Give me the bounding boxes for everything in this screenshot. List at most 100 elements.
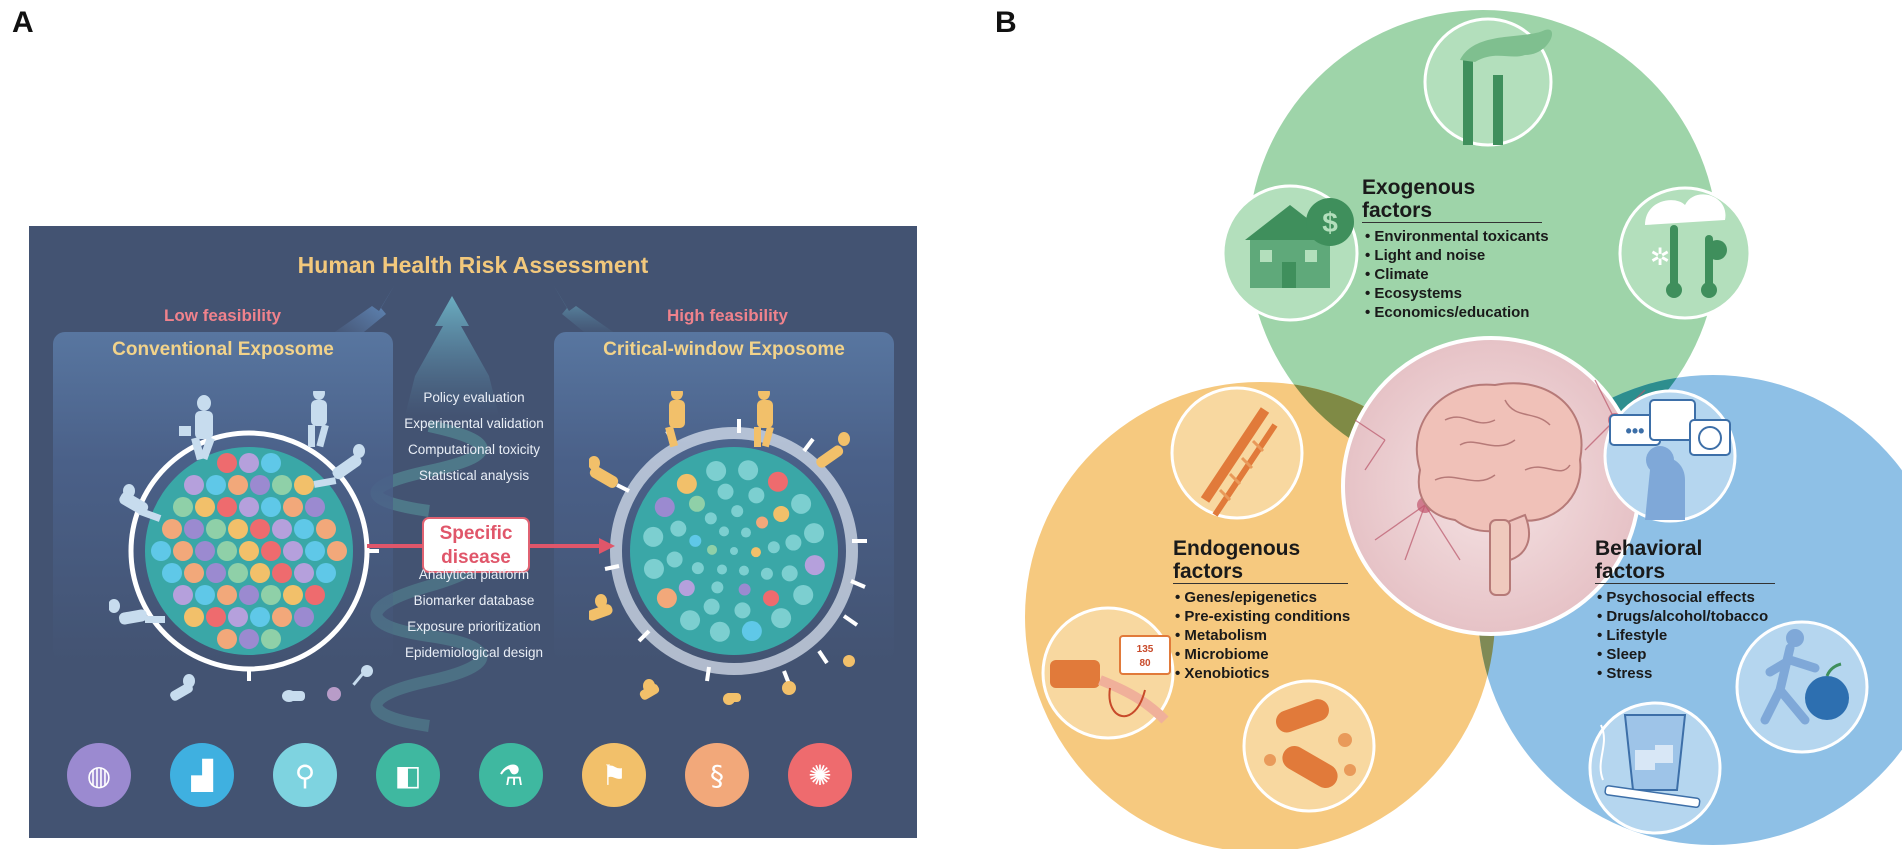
- exposure-dot: [717, 483, 734, 500]
- exposure-dot: [717, 564, 728, 575]
- exposure-dot: [195, 541, 215, 561]
- svg-text:$: $: [1322, 207, 1338, 238]
- step-epidemiological-design: Epidemiological design: [404, 645, 544, 660]
- bp-systolic: 135: [1137, 644, 1154, 655]
- exposure-dot: [217, 585, 237, 605]
- exposure-dot: [706, 460, 727, 481]
- exposure-dot: [767, 541, 780, 554]
- center-up-arrow: [405, 296, 499, 416]
- exposure-dot: [184, 519, 204, 539]
- conventional-exposome-sphere: [109, 391, 379, 702]
- step-policy-evaluation: Policy evaluation: [423, 390, 525, 405]
- exposure-dot: [217, 453, 237, 473]
- exposure-dot: [195, 585, 215, 605]
- exposure-dot: [184, 475, 204, 495]
- behavioral-title-line1: Behavioral: [1595, 537, 1703, 560]
- exposure-dot: [703, 598, 720, 615]
- food-bottle-icon: ◧: [376, 743, 440, 807]
- exposure-dot: [327, 541, 347, 561]
- exposure-dot: [250, 563, 270, 583]
- exposure-dot: [228, 475, 248, 495]
- exposure-dot: [804, 555, 825, 576]
- list-item: Climate: [1365, 265, 1549, 284]
- exposure-dot: [272, 475, 292, 495]
- exposure-dot: [217, 541, 237, 561]
- exogenous-title: Exogenous factors: [1362, 176, 1475, 222]
- exposure-dot: [316, 519, 336, 539]
- behavioral-title-line2: factors: [1595, 560, 1666, 583]
- panel-b-venn-diagram: $ ✲ 135 80: [1005, 0, 1902, 849]
- endogenous-title: Endogenous factors: [1173, 537, 1300, 583]
- exposure-dot: [261, 585, 281, 605]
- exposure-dot: [261, 629, 281, 649]
- conventional-exposome-title: Conventional Exposome: [112, 339, 334, 360]
- exposure-dot: [228, 519, 248, 539]
- exposure-dot: [654, 497, 675, 518]
- blood-pressure-icon: 135 80: [1041, 606, 1175, 740]
- exposure-dot: [239, 585, 259, 605]
- exposure-dot: [676, 473, 697, 494]
- exposure-dot: [689, 534, 702, 547]
- exposure-dot: [771, 608, 792, 629]
- exposure-dot: [250, 607, 270, 627]
- exposure-dot: [711, 581, 724, 594]
- exposure-dot: [316, 563, 336, 583]
- exposure-dot: [656, 588, 677, 609]
- exposure-dot: [704, 512, 717, 525]
- factory-smokestack-icon: [1423, 17, 1553, 147]
- specific-disease-box: Specific disease: [422, 517, 530, 573]
- exposure-dot: [261, 497, 281, 517]
- exposure-dot: [184, 563, 204, 583]
- list-item: Psychosocial effects: [1597, 588, 1768, 607]
- exposure-dot: [734, 602, 751, 619]
- runner-apple-icon: [1735, 620, 1869, 754]
- exposure-dot: [184, 607, 204, 627]
- bp-diastolic: 80: [1139, 658, 1151, 669]
- exposure-dot: [195, 497, 215, 517]
- left-up-arrow: [329, 286, 394, 336]
- exposure-dot: [217, 629, 237, 649]
- exposure-dot: [294, 563, 314, 583]
- wine-cigarette-icon: ⚲: [273, 743, 337, 807]
- right-up-arrow: [554, 286, 619, 336]
- exposure-dot: [283, 541, 303, 561]
- step-experimental-validation: Experimental validation: [404, 416, 544, 431]
- svg-text:▟: ▟: [190, 758, 213, 792]
- list-item: Economics/education: [1365, 303, 1549, 322]
- exposure-dot: [162, 563, 182, 583]
- exposure-dot: [756, 516, 769, 529]
- svg-text:§: §: [710, 759, 724, 792]
- exposure-dot: [738, 565, 749, 576]
- exposure-dot: [283, 585, 303, 605]
- exposure-dot: [670, 520, 687, 537]
- exposure-dot: [719, 526, 730, 537]
- list-item: Sleep: [1597, 645, 1768, 664]
- svg-text:✲: ✲: [1650, 243, 1670, 271]
- exposure-dot: [239, 541, 259, 561]
- bacteria-icon: [1242, 679, 1376, 813]
- exposure-dot: [272, 519, 292, 539]
- svg-text:✺: ✺: [808, 759, 831, 792]
- exposure-dot: [763, 590, 780, 607]
- high-feasibility-label: High feasibility: [667, 306, 788, 325]
- exposure-dot: [206, 563, 226, 583]
- list-item: Pre-existing conditions: [1175, 607, 1350, 626]
- exposure-dot: [688, 495, 705, 512]
- svg-text:•••: •••: [1626, 421, 1645, 441]
- assessment-title: Human Health Risk Assessment: [297, 252, 649, 278]
- exposure-dot: [740, 527, 751, 538]
- step-statistical-analysis: Statistical analysis: [418, 468, 530, 483]
- exposure-dot: [760, 567, 773, 580]
- exposure-dot: [206, 519, 226, 539]
- exposure-dot: [261, 541, 281, 561]
- intestine-icon: §: [685, 743, 749, 807]
- exposure-dot: [804, 523, 825, 544]
- exposure-dot: [162, 519, 182, 539]
- list-item: Genes/epigenetics: [1175, 588, 1350, 607]
- exposure-dot: [643, 558, 664, 579]
- exposure-dot: [666, 551, 683, 568]
- panel-a-label: A: [12, 6, 34, 39]
- exposure-dot: [791, 493, 812, 514]
- step-analytical-platform: Analytical platform: [418, 567, 530, 582]
- exposure-dot: [773, 505, 790, 522]
